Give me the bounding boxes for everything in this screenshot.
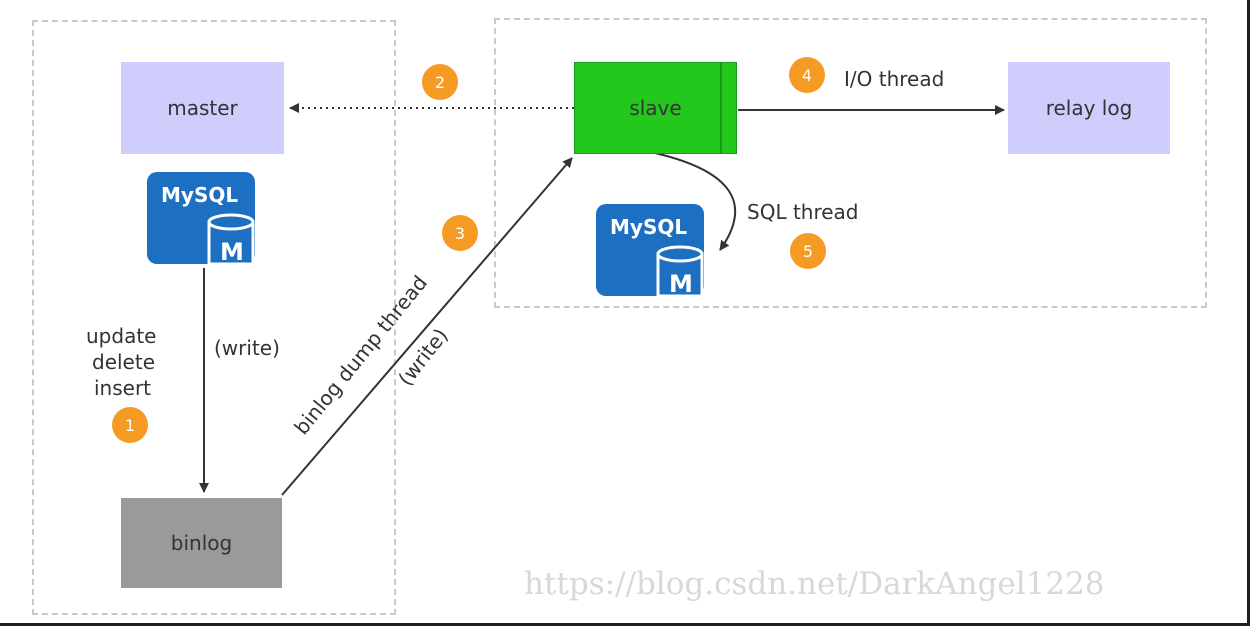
step-badge-5: 5 bbox=[790, 233, 826, 269]
slave-node: slave bbox=[574, 62, 737, 154]
mysql-slave-letter: M bbox=[669, 270, 693, 296]
mysql-master-brand: MySQL bbox=[161, 183, 238, 207]
slave-edge-line bbox=[720, 63, 722, 153]
master-label: master bbox=[167, 96, 238, 120]
step-badge-1: 1 bbox=[112, 407, 148, 443]
mysql-master-letter: M bbox=[220, 238, 244, 264]
relay-log-node: relay log bbox=[1008, 62, 1170, 154]
slave-group bbox=[494, 18, 1207, 308]
binlog-node: binlog bbox=[121, 498, 282, 588]
arrow-binlog-to-slave bbox=[281, 157, 573, 496]
mysql-slave-icon: MySQL M bbox=[596, 204, 708, 298]
relay-log-label: relay log bbox=[1045, 96, 1133, 120]
step-badge-3: 3 bbox=[442, 215, 478, 251]
label-update: update bbox=[86, 324, 157, 348]
arrow-sql-thread bbox=[654, 152, 737, 251]
mysql-slave-cylinder: M bbox=[656, 245, 704, 298]
mysql-slave-brand: MySQL bbox=[610, 215, 687, 239]
label-sql-thread: SQL thread bbox=[747, 200, 859, 224]
label-write-master: (write) bbox=[214, 336, 280, 360]
mysql-master-cylinder: M bbox=[207, 213, 255, 266]
slave-label: slave bbox=[629, 96, 682, 120]
label-insert: insert bbox=[94, 376, 152, 400]
master-node: master bbox=[121, 62, 284, 154]
binlog-label: binlog bbox=[170, 531, 233, 555]
watermark: https://blog.csdn.net/DarkAngel1228 bbox=[524, 566, 1105, 602]
label-delete: delete bbox=[92, 350, 156, 374]
label-io-thread: I/O thread bbox=[844, 67, 945, 91]
step-badge-2: 2 bbox=[422, 64, 458, 100]
mysql-master-icon: MySQL M bbox=[147, 172, 259, 266]
master-group bbox=[32, 20, 396, 615]
step-badge-4: 4 bbox=[789, 57, 825, 93]
